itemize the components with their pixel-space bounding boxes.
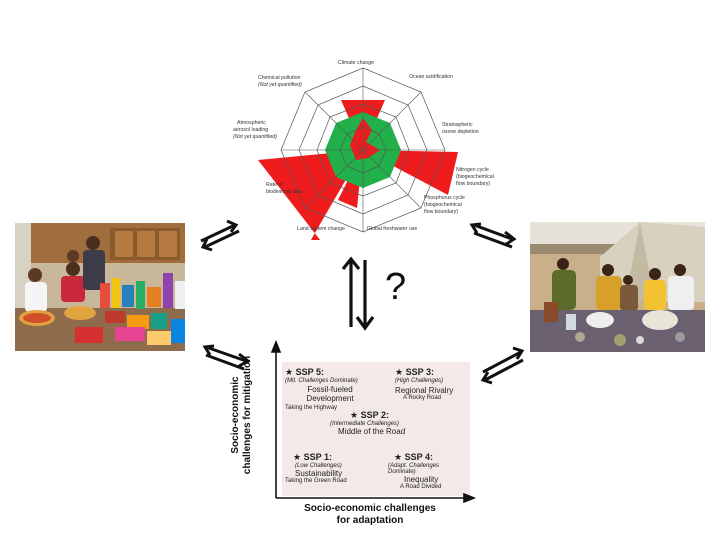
arrow-top-right <box>469 222 517 249</box>
label-stratospheric-ozone-2: ozone depletion <box>442 129 479 135</box>
label-nitrogen-1: Nitrogen cycle <box>456 167 489 173</box>
ssp1-subtitle: (Low Challenges) <box>295 463 342 469</box>
label-nitrogen-2: (biogeochemical <box>456 174 494 180</box>
ssp5-star-icon: ★ <box>285 367 294 377</box>
label-phosphorus-3: flow boundary) <box>424 209 458 215</box>
label-aerosol-1: Atmospheric <box>237 120 266 126</box>
ssp2-star-icon: ★ <box>350 410 359 420</box>
photo-camp-scene <box>530 222 705 352</box>
ssp4-block: ★ SSP 4: (Adapt. Challenges Dominate) In… <box>388 452 468 490</box>
ssp2-name: Middle of the Road <box>338 427 406 436</box>
ssp5-subtitle: (Mit. Challenges Dominate) <box>285 378 358 384</box>
ssp4-star-icon: ★ <box>394 452 403 462</box>
ssp4-title: SSP 4: <box>404 452 433 462</box>
ssp1-title: SSP 1: <box>303 452 332 462</box>
question-mark: ? <box>385 266 407 308</box>
ssp2-block: ★ SSP 2: (Intermediate Challenges) Middl… <box>330 410 420 436</box>
ssp2-subtitle: (Intermediate Challenges) <box>330 421 400 427</box>
label-biodiversity-1: Rate of <box>266 182 283 188</box>
y-axis-line-1: Socio-economic <box>230 376 241 454</box>
ssp3-block: ★ SSP 3: (High Challenges) Regional Riva… <box>395 367 465 401</box>
label-nitrogen-3: flow boundary) <box>456 181 490 187</box>
ssp3-star-icon: ★ <box>395 367 404 377</box>
arrow-top-left <box>200 219 240 252</box>
ssp3-name: Regional Rivalry <box>395 386 454 395</box>
ssp5-name-2: Development <box>306 394 354 403</box>
ssp4-subtitle: (Adapt. Challenges Dominate) <box>388 463 440 475</box>
ssp3-tagline: A Rocky Road <box>403 395 442 401</box>
label-ocean-acidification: Ocean acidification <box>409 74 453 80</box>
label-land-system: Land system change <box>297 226 345 232</box>
label-phosphorus-2: (biogeochemical <box>424 202 462 208</box>
label-aerosol-3: (Not yet quantified) <box>233 134 277 140</box>
ssp4-name: Inequality <box>404 475 439 484</box>
y-axis-line-2: challenges for mitigation <box>242 355 253 475</box>
ssp2-title: SSP 2: <box>360 410 389 420</box>
arrow-vertical <box>341 256 375 331</box>
ssp1-block: ★ SSP 1: (Low Challenges) Sustainability… <box>285 452 375 484</box>
label-freshwater: Global freshwater use <box>367 226 418 232</box>
label-chemical-1: Chemical pollution <box>258 75 301 81</box>
arrow-bottom-right <box>480 346 525 385</box>
label-aerosol-2: aerosol loading <box>233 127 268 133</box>
ssp3-title: SSP 3: <box>405 367 434 377</box>
core-exceeded <box>350 118 380 160</box>
family-photo-scarcity <box>530 222 705 352</box>
ssp5-block: ★ SSP 5: (Mit. Challenges Dominate) Foss… <box>285 367 375 411</box>
x-axis-line-1: Socio-economic challenges <box>304 503 436 514</box>
ssp1-star-icon: ★ <box>293 452 302 462</box>
photo-kitchen-scene <box>15 223 185 351</box>
ssp-panel <box>282 362 470 496</box>
label-stratospheric-ozone-1: Stratospheric <box>442 122 473 128</box>
label-chemical-2: (Not yet quantified) <box>258 82 302 88</box>
radar-spokes <box>281 68 445 232</box>
ssp5-name-1: Fossil-fueled <box>307 385 353 394</box>
ssp5-title: SSP 5: <box>295 367 324 377</box>
label-climate-change: Climate change <box>338 60 374 66</box>
ssp-y-axis-label: Socio-economic challenges for mitigation <box>230 340 270 490</box>
ssp5-tagline: Taking the Highway <box>285 405 338 411</box>
x-axis-line-2: for adaptation <box>336 515 404 526</box>
ssp-x-axis-label: Socio-economic challenges for adaptation <box>290 503 450 527</box>
ssp3-subtitle: (High Challenges) <box>395 378 444 384</box>
planetary-boundaries-diagram: Climate change Ocean acidification Strat… <box>233 60 494 240</box>
arrow-bottom-left <box>202 344 251 371</box>
ssp-axes <box>270 340 477 504</box>
ssp1-tagline: Taking the Green Road <box>285 478 347 484</box>
ssp4-tagline: A Road Divided <box>400 484 442 490</box>
ssp1-name: Sustainability <box>295 469 343 478</box>
label-phosphorus-1: Phosphorus cycle <box>424 195 465 201</box>
label-biodiversity-2: biodiversity loss <box>266 189 303 195</box>
family-photo-abundance <box>15 223 185 351</box>
